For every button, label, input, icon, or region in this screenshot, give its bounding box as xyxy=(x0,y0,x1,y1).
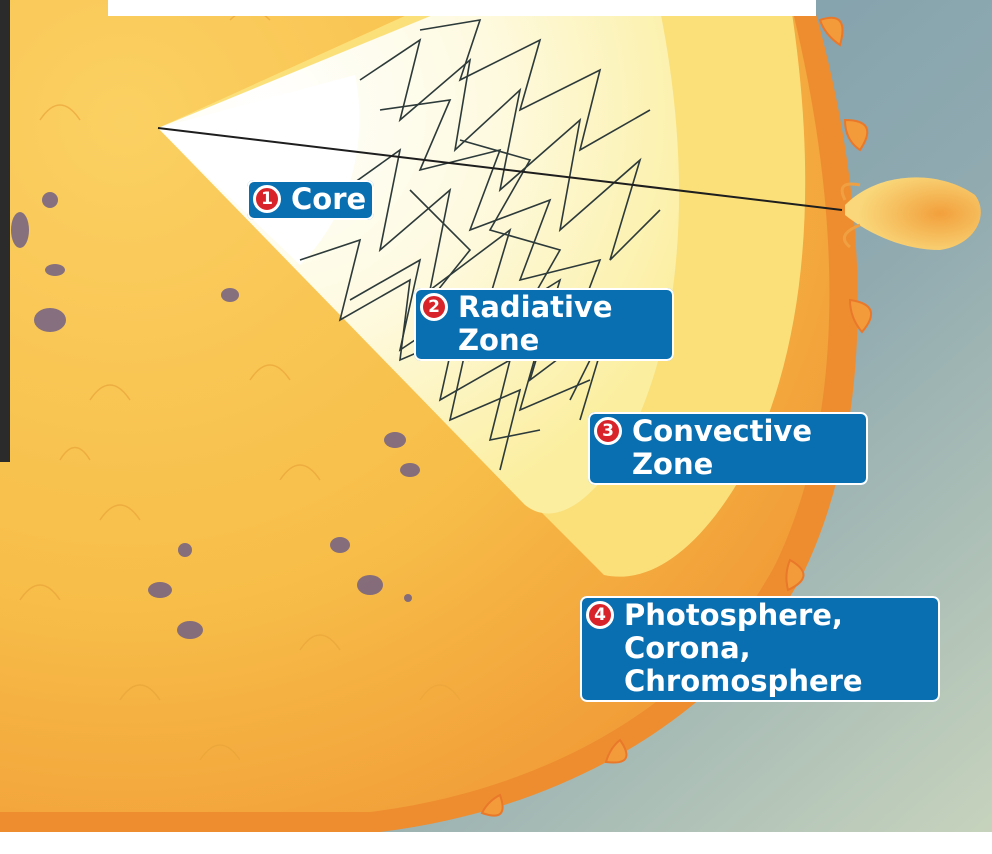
top-bar xyxy=(108,0,816,16)
bottom-edge-strip xyxy=(0,832,992,854)
left-edge-strip xyxy=(0,0,10,462)
label-number-badge: 2 xyxy=(420,293,448,321)
label-text: Convective Zone xyxy=(632,415,860,481)
label-text: Photosphere, Corona, Chromosphere xyxy=(624,599,932,698)
label-text: Core xyxy=(291,183,366,216)
label-radiative-zone: 2 Radiative Zone xyxy=(414,288,674,361)
label-number-badge: 4 xyxy=(586,601,614,629)
label-convective-zone: 3 Convective Zone xyxy=(588,412,868,485)
label-number-badge: 3 xyxy=(594,417,622,445)
label-text: Radiative Zone xyxy=(458,291,666,357)
label-number-badge: 1 xyxy=(253,185,281,213)
label-photosphere-corona-chromosphere: 4 Photosphere, Corona, Chromosphere xyxy=(580,596,940,702)
label-core: 1 Core xyxy=(247,180,374,220)
